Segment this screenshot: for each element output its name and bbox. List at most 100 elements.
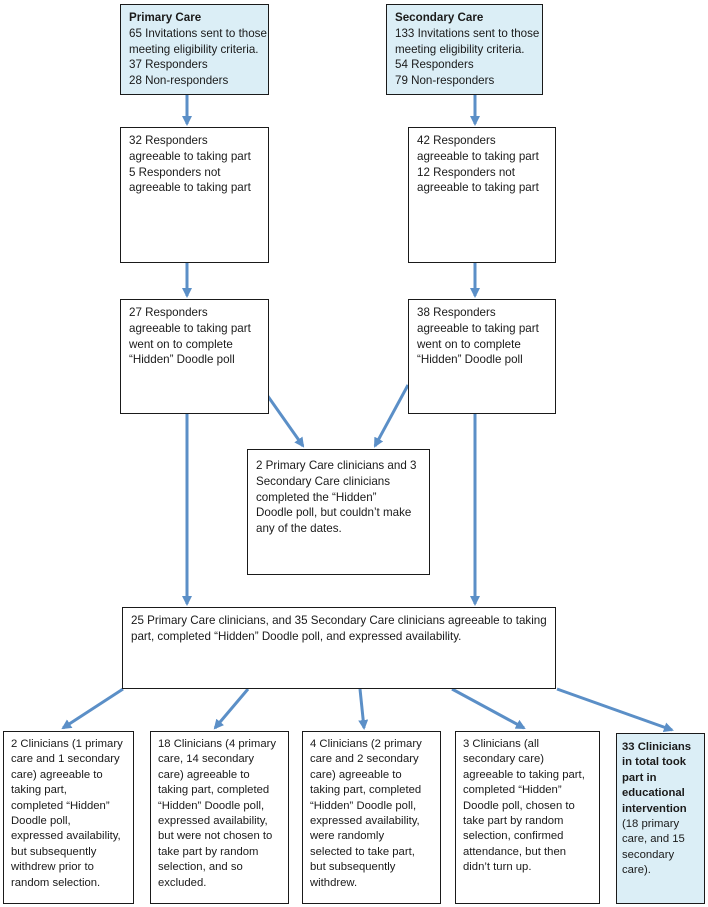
primary-doodle-line: agreeable to taking part xyxy=(129,321,251,335)
outcome-line: expressed availability, xyxy=(158,815,268,828)
total-bold-line: educational xyxy=(622,787,685,800)
no-dates-line: any of the dates. xyxy=(256,522,342,536)
outcome-withdrew-after-selection-box: 4 Clinicians (2 primary care and 2 secon… xyxy=(302,731,441,904)
no-dates-line: completed the “Hidden” xyxy=(256,490,377,504)
total-bold-line: intervention xyxy=(622,802,687,815)
secondary-responders-line: agreeable to taking part xyxy=(417,149,539,163)
outcome-line: care) agreeable to xyxy=(310,768,402,781)
secondary-care-box: Secondary Care 133 Invitations sent to t… xyxy=(386,4,543,95)
total-bold-line: 33 Clinicians xyxy=(622,741,692,753)
outcome-line: take part by random xyxy=(158,845,259,858)
outcome-line: selection, and so xyxy=(158,861,243,874)
outcome-line: “Hidden” Doodle poll, xyxy=(310,799,417,812)
primary-responders-line: 32 Responders xyxy=(129,134,208,147)
outcome-line: selected to take part, xyxy=(310,845,415,858)
outcome-not-chosen-box: 18 Clinicians (4 primary care, 14 second… xyxy=(150,731,289,904)
outcome-did-not-attend-box: 3 Clinicians (all secondary care) agreea… xyxy=(455,731,600,904)
primary-care-line: 37 Responders xyxy=(129,58,208,72)
outcome-line: agreeable to taking part, xyxy=(463,768,585,781)
outcome-line: taking part, xyxy=(11,784,67,797)
outcome-line: didn’t turn up. xyxy=(463,861,532,874)
primary-doodle-line: 27 Responders xyxy=(129,306,208,319)
secondary-care-title: Secondary Care xyxy=(395,11,484,24)
primary-care-line: 65 Invitations sent to those xyxy=(129,26,267,40)
outcome-line: Doodle poll, xyxy=(11,815,71,828)
outcome-line: care and 2 secondary xyxy=(310,753,419,766)
outcome-line: selection, confirmed xyxy=(463,830,564,843)
primary-responders-line: 5 Responders not xyxy=(129,165,221,179)
secondary-care-line: 133 Invitations sent to those xyxy=(395,26,540,40)
primary-care-line: meeting eligibility criteria. xyxy=(129,42,259,56)
outcome-line: “Hidden” Doodle poll, xyxy=(158,799,265,812)
total-line: secondary xyxy=(622,848,675,861)
secondary-responders-box: 42 Responders agreeable to taking part 1… xyxy=(408,127,556,263)
outcome-line: 3 Clinicians (all xyxy=(463,738,539,750)
primary-care-line: 28 Non-responders xyxy=(129,74,229,88)
outcome-line: care, 14 secondary xyxy=(158,753,255,766)
total-line: (18 primary xyxy=(622,818,680,831)
outcome-line: random selection. xyxy=(11,876,101,889)
no-dates-box: 2 Primary Care clinicians and 3 Secondar… xyxy=(247,449,430,575)
secondary-doodle-line: “Hidden” Doodle poll xyxy=(417,353,523,367)
secondary-doodle-line: agreeable to taking part xyxy=(417,321,539,335)
primary-doodle-line: “Hidden” Doodle poll xyxy=(129,353,235,367)
secondary-care-line: 54 Responders xyxy=(395,58,474,72)
secondary-responders-line: 12 Responders not xyxy=(417,165,515,179)
primary-responders-line: agreeable to taking part xyxy=(129,149,251,163)
outcome-line: but subsequently xyxy=(310,861,396,874)
outcome-line: completed “Hidden” xyxy=(11,799,110,812)
outcome-line: care) agreeable to xyxy=(11,768,103,781)
outcome-line: take part by random xyxy=(463,815,564,828)
outcome-line: care and 1 secondary xyxy=(11,753,120,766)
outcome-line: but subsequently xyxy=(11,845,97,858)
secondary-responders-line: agreeable to taking part xyxy=(417,181,539,195)
outcome-line: expressed availability, xyxy=(310,815,420,828)
outcome-line: taking part, completed xyxy=(158,784,270,797)
outcome-line: excluded. xyxy=(158,876,207,889)
secondary-care-line: meeting eligibility criteria. xyxy=(395,42,525,56)
outcome-line: but were not chosen to xyxy=(158,830,273,843)
outcome-line: 4 Clinicians (2 primary xyxy=(310,738,422,750)
arrow-combined-to-outcome-3 xyxy=(358,688,369,730)
outcome-line: withdrew prior to xyxy=(11,861,94,874)
secondary-responders-line: 42 Responders xyxy=(417,134,496,147)
outcome-line: were randomly xyxy=(310,830,385,843)
primary-care-title: Primary Care xyxy=(129,11,202,24)
no-dates-line: 2 Primary Care clinicians and 3 xyxy=(256,459,417,472)
secondary-care-line: 79 Non-responders xyxy=(395,74,495,88)
outcome-line: taking part, completed xyxy=(310,784,422,797)
outcome-withdrew-before-selection-box: 2 Clinicians (1 primary care and 1 secon… xyxy=(3,731,134,904)
outcome-line: care) agreeable to xyxy=(158,768,250,781)
no-dates-line: Doodle poll, but couldn’t make xyxy=(256,506,412,520)
total-participants-box: 33 Clinicians in total took part in educ… xyxy=(616,733,705,904)
total-bold-line: part in xyxy=(622,771,657,784)
outcome-line: completed “Hidden” xyxy=(463,784,562,797)
primary-doodle-line: went on to complete xyxy=(129,337,233,351)
secondary-doodle-line: went on to complete xyxy=(417,337,521,351)
secondary-doodle-box: 38 Responders agreeable to taking part w… xyxy=(408,299,556,414)
secondary-doodle-line: 38 Responders xyxy=(417,306,496,319)
arrow-secondary-doodle-to-no-dates xyxy=(373,384,410,448)
primary-doodle-box: 27 Responders agreeable to taking part w… xyxy=(120,299,269,414)
no-dates-line: Secondary Care clinicians xyxy=(256,474,391,488)
outcome-line: secondary care) xyxy=(463,753,544,766)
total-bold-line: in total took xyxy=(622,756,687,769)
primary-responders-box: 32 Responders agreeable to taking part 5… xyxy=(120,127,269,263)
outcome-line: Doodle poll, chosen to xyxy=(463,799,575,812)
outcome-line: attendance, but then xyxy=(463,845,567,858)
outcome-line: expressed availability, xyxy=(11,830,121,843)
outcome-line: withdrew. xyxy=(310,876,358,889)
combined-availability-box: 25 Primary Care clinicians, and 35 Secon… xyxy=(122,607,556,689)
primary-care-box: Primary Care 65 Invitations sent to thos… xyxy=(120,4,269,95)
outcome-line: 18 Clinicians (4 primary xyxy=(158,738,277,750)
total-line: care, and 15 xyxy=(622,833,685,846)
combined-line: part, completed “Hidden” Doodle poll, an… xyxy=(131,629,462,643)
arrow-combined-to-total xyxy=(556,687,674,733)
combined-line: 25 Primary Care clinicians, and 35 Secon… xyxy=(131,614,547,627)
outcome-line: 2 Clinicians (1 primary xyxy=(11,738,123,750)
primary-responders-line: agreeable to taking part xyxy=(129,181,251,195)
arrow-combined-to-outcome-4 xyxy=(451,687,526,730)
total-line: care). xyxy=(622,864,651,877)
arrow-combined-to-outcome-2 xyxy=(213,688,250,730)
